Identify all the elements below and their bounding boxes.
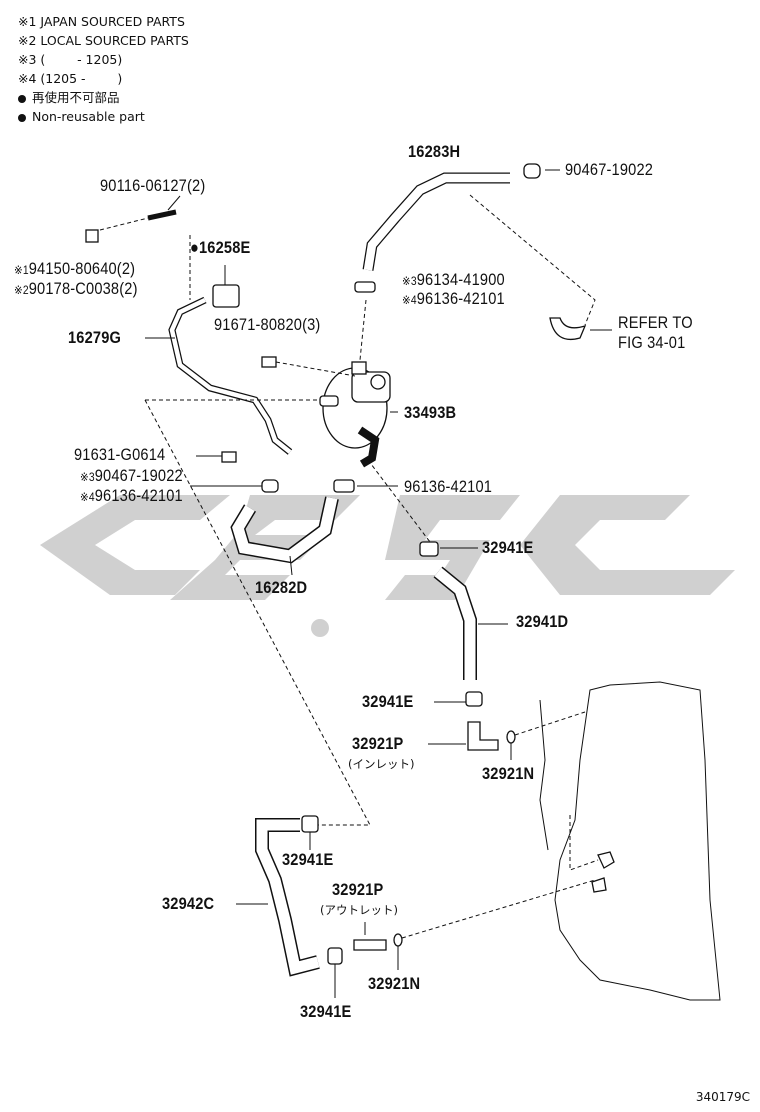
bolt-91631 [221,451,237,463]
label-inlet: (インレット) [348,757,415,771]
label-16283h[interactable]: 16283H [408,142,461,161]
label-fig-34-01[interactable]: FIG 34-01 [618,333,686,352]
clamp-90467-top [523,163,541,179]
bullet-dot-icon [18,94,26,103]
grommet-32941e-c [301,815,319,833]
label-96136-mid-left[interactable]: ※496136-42101 [80,486,183,505]
label-32942c[interactable]: 32942C [162,894,215,913]
legend-non-reusable-en: Non-reusable part [18,107,189,126]
label-32941d[interactable]: 32941D [516,612,569,631]
bullet-dot-icon [18,113,26,122]
label-32921n-b[interactable]: 32921N [368,974,421,993]
label-91671[interactable]: 91671-80820(3) [214,315,321,334]
non-reusable-dot-icon: ● [190,238,200,257]
label-90467-mid[interactable]: ※390467-19022 [80,466,183,485]
label-refer-to[interactable]: REFER TO [618,313,693,332]
legend: ※1 JAPAN SOURCED PARTS ※2 LOCAL SOURCED … [18,12,189,126]
oring-32921n-a [506,730,516,744]
figure-number: 340179C [695,1090,750,1104]
label-96134[interactable]: ※396134-41900 [402,270,505,289]
label-96136-mid-right[interactable]: 96136-42101 [404,477,493,496]
label-32921p-outlet[interactable]: 32921P [332,880,384,899]
nut-94150 [85,229,99,243]
label-33493b[interactable]: 33493B [404,403,457,422]
label-96136-top[interactable]: ※496136-42101 [402,289,505,308]
engine-outline [554,681,721,1001]
watermark-logo [40,495,735,637]
label-90467-top[interactable]: 90467-19022 [565,160,654,179]
union-32921p-inlet [467,721,499,751]
label-32941e-d[interactable]: 32941E [300,1002,352,1021]
label-16258e[interactable]: ●16258E [190,238,251,257]
grommet-32941e-b [465,691,483,707]
label-32941e-a[interactable]: 32941E [482,538,534,557]
label-90178[interactable]: ※290178-C0038(2) [14,279,138,298]
clamp-refer [549,317,587,341]
legend-date-range-3: ※3 ( - 1205) [18,52,123,67]
bolt-90116 [147,209,177,221]
label-16279g[interactable]: 16279G [68,328,122,347]
label-outlet: (アウトレット) [320,903,398,917]
label-32921n-a[interactable]: 32921N [482,764,535,783]
grommet-32941e-a [419,541,439,557]
clamp-90467-mid [261,479,279,493]
label-32941e-b[interactable]: 32941E [362,692,414,711]
union-32921p-outlet [353,939,387,951]
oring-32921n-b [393,933,403,947]
legend-date-range-4: ※4 (1205 - ) [18,71,123,86]
label-91631[interactable]: 91631-G0614 [74,445,166,464]
clamp-96136-mid [333,479,355,493]
flange-16258e [212,284,240,308]
grommet-32941e-d [327,947,343,965]
legend-japan-sourced: ※1 JAPAN SOURCED PARTS [18,14,185,29]
label-90116[interactable]: 90116-06127(2) [100,176,206,195]
label-32921p-inlet[interactable]: 32921P [352,734,404,753]
bolt-91671 [261,356,277,368]
label-16282d[interactable]: 16282D [255,578,308,597]
legend-local-sourced: ※2 LOCAL SOURCED PARTS [18,33,189,48]
label-32941e-c[interactable]: 32941E [282,850,334,869]
label-94150[interactable]: ※194150-80640(2) [14,259,136,278]
legend-non-reusable-jp: 再使用不可部品 [18,88,189,107]
